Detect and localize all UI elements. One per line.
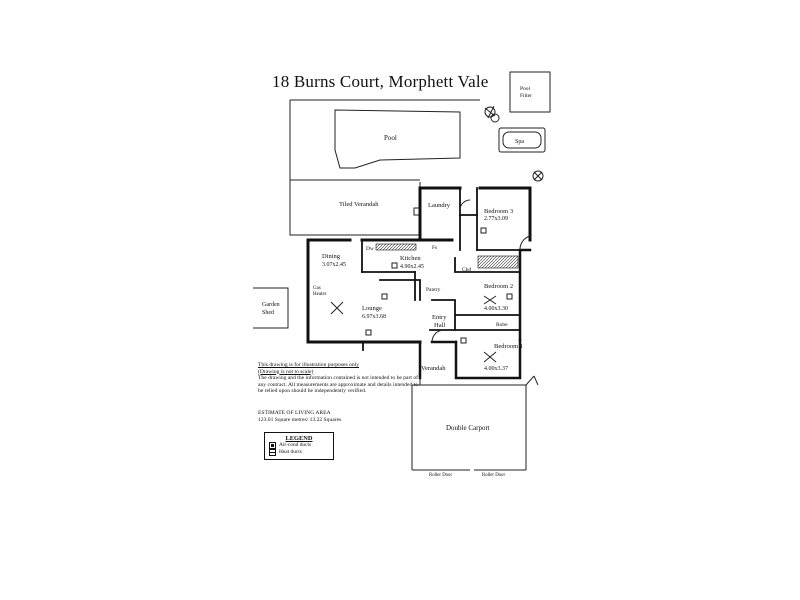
spa-outer <box>498 127 546 153</box>
bedroom-3-size: 2.77x3.09 <box>484 216 508 222</box>
laundry-label: Laundry <box>428 202 451 209</box>
bedroom-2-name: Bedroom 2 <box>484 283 513 290</box>
disclaimer-line-2: (Drawing is not to scale) <box>258 368 314 375</box>
spa-label: Spa <box>515 139 524 145</box>
double-carport-label: Double Carport <box>446 424 490 432</box>
spa-inner <box>502 131 542 149</box>
dining-size: 3.07x2.45 <box>322 262 346 268</box>
lounge-size: 6.97x3.68 <box>362 314 386 320</box>
heat-duct-icon <box>269 449 276 456</box>
shrub-decoration <box>484 105 544 182</box>
garden-shed-outline <box>253 287 289 329</box>
disclaimer-line-1: This drawing is for illustration purpose… <box>258 362 359 368</box>
bedroom-1-fan-icon <box>483 351 497 363</box>
bedroom-1-name: Bedroom 1 <box>494 343 523 350</box>
gas-heater-label-2: Heater <box>313 292 327 297</box>
bedroom-3-duct <box>480 227 487 234</box>
plan-title: 18 Burns Court, Morphett Vale <box>272 72 489 91</box>
legend-row-heat: Heat ducts <box>269 449 329 456</box>
pool-filter-box <box>509 71 551 113</box>
pool-shape <box>334 109 461 169</box>
entry-hall-label-2: Hall <box>434 322 445 329</box>
bedroom-1-duct <box>460 337 467 344</box>
lounge-fan-icon <box>330 301 344 315</box>
robe-label: Robe <box>496 322 508 328</box>
roller-door-label-1: Roller Door <box>429 473 452 478</box>
pantry-label: Pantry <box>426 287 441 293</box>
verandah-post <box>413 207 420 216</box>
lounge-heat-duct <box>365 329 372 336</box>
bath-fixture <box>477 255 519 269</box>
gas-heater-label-1: Gas <box>313 286 321 291</box>
estimate-heading: ESTIMATE OF LIVING AREA <box>258 410 331 416</box>
carport-side-post <box>525 375 539 386</box>
legend-row-air-cond: Air-cond ducts <box>269 442 329 449</box>
laundry-door-arc <box>459 199 471 211</box>
entry-hall-label-1: Entry <box>432 314 447 321</box>
pool-label: Pool <box>384 134 397 142</box>
kitchen-duct <box>391 262 398 269</box>
estimate-value: 123.01 Square metres/ 13.22 Squares <box>258 416 342 423</box>
legend-air-cond-label: Air-cond ducts <box>279 442 312 448</box>
fs-label: Fs <box>432 245 437 251</box>
bedroom-2-size: 4.00x3.30 <box>484 306 508 312</box>
pool-filter-label-2: Filter <box>520 93 532 99</box>
roller-door-label-2: Roller Door <box>482 473 505 478</box>
air-cond-duct-icon <box>269 442 276 449</box>
bedroom-2-duct <box>506 293 513 300</box>
interior-walls <box>361 187 531 351</box>
garden-shed-label-1: Garden <box>262 302 280 308</box>
legend-title: LEGEND <box>285 435 313 442</box>
disclaimer-body: The drawing and the information containe… <box>258 375 418 395</box>
dishwasher-label: Dw <box>366 246 374 252</box>
lounge-name: Lounge <box>362 305 382 312</box>
kitchen-name: Kitchen <box>400 255 421 262</box>
kitchen-bench <box>375 243 417 251</box>
garden-shed-label-2: Shed <box>262 310 274 316</box>
disclaimer-block: This drawing is for illustration purpose… <box>258 362 418 395</box>
cbd-label: Cbd <box>462 267 471 273</box>
front-verandah-label: Verandah <box>421 365 446 372</box>
bedroom-3-door-arc <box>519 235 531 251</box>
dining-name: Dining <box>322 253 341 260</box>
tiled-verandah-label: Tiled Verandah <box>339 201 379 208</box>
pool-filter-label-1: Pool <box>520 86 531 92</box>
bedroom-3-name: Bedroom 3 <box>484 208 513 215</box>
lounge-duct <box>381 293 388 300</box>
bedroom-1-size: 4.00x3.37 <box>484 366 508 372</box>
bedroom-2-fan-icon <box>483 295 497 305</box>
legend-box: LEGEND Air-cond ducts Heat ducts <box>264 432 334 460</box>
living-area-estimate: ESTIMATE OF LIVING AREA 123.01 Square me… <box>258 410 418 423</box>
kitchen-size: 4.90x2.45 <box>400 264 424 270</box>
legend-heat-label: Heat ducts <box>279 449 302 455</box>
pool-enclosure <box>289 99 480 181</box>
entry-door-arc <box>431 329 445 343</box>
